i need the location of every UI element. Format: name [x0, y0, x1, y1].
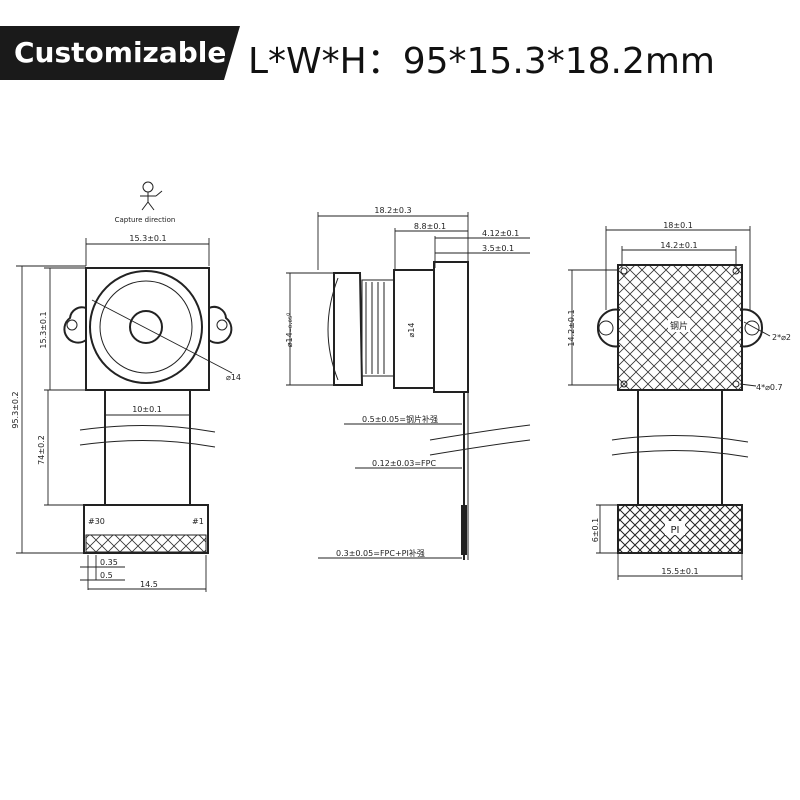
back-left-ear	[596, 308, 621, 348]
side-barrel-dim: ⌀14	[407, 323, 416, 338]
pitch-dim: 0.35	[100, 558, 118, 567]
back-hole-spacing-dim: 14.2±0.1	[660, 241, 697, 250]
camera-body	[85, 267, 210, 391]
connector-body	[83, 504, 209, 554]
overall-dimensions: L*W*H：95*15.3*18.2mm	[248, 41, 715, 82]
side-holder	[393, 269, 435, 389]
front-view: Capture direction 15.3±0.1 ⌀14 15.3±0.1 …	[11, 181, 241, 592]
pin-1-label: #1	[192, 517, 204, 526]
back-view: 18±0.1 14.2±0.1 钢片 14.2±0.1 2*⌀2 4*⌀0.7	[567, 221, 791, 580]
fpc-length-dim: 74±0.2	[37, 435, 46, 465]
total-thickness-dim: 0.3±0.05=FPC+PI补强	[336, 548, 425, 558]
side-pcb	[433, 261, 469, 393]
pin-30-label: #30	[88, 517, 105, 526]
pin-width-dim: 0.5	[100, 571, 113, 580]
capture-direction-label: Capture direction	[115, 216, 176, 224]
right-ear	[208, 305, 233, 344]
front-lens-dim: ⌀14	[226, 373, 241, 382]
left-ear	[63, 306, 87, 344]
back-hole-dim: 2*⌀2	[772, 333, 791, 342]
back-mount-hole-dim: 4*⌀0.7	[756, 383, 783, 392]
lens-outer	[89, 270, 203, 384]
customizable-label: Customizable	[14, 36, 227, 69]
capture-direction-icon	[140, 181, 163, 211]
fpc-thickness-dim: 0.12±0.03=FPC	[372, 459, 436, 468]
fpc-width-dim: 10±0.1	[132, 405, 162, 414]
side-lens-dim: ⌀14₋₀.₀₅⁰	[285, 313, 294, 348]
steel-stiffener	[617, 264, 743, 391]
side-dim-b: 3.5±0.1	[482, 244, 514, 253]
side-holder-dim: 8.8±0.1	[414, 222, 446, 231]
connector-pins	[85, 534, 207, 553]
side-view: 18.2±0.3 8.8±0.1 4.12±0.1 3.5±0.1 ⌀14₋₀.…	[285, 206, 531, 560]
side-pi-stiffener	[461, 505, 467, 555]
header-banner: Customizable L*W*H：95*15.3*18.2mm	[0, 26, 800, 82]
steel-label: 钢片	[670, 320, 688, 332]
back-right-ear	[739, 308, 764, 348]
back-height-dim: 14.2±0.1	[567, 309, 576, 346]
pi-width-dim: 15.5±0.1	[661, 567, 698, 576]
back-outer-width-dim: 18±0.1	[663, 221, 693, 230]
front-height-dim: 15.3±0.1	[39, 311, 48, 348]
stiffener-dim: 0.5±0.05=钢片补强	[362, 414, 438, 424]
pi-height-dim: 6±0.1	[591, 518, 600, 543]
pi-stiffener	[617, 504, 743, 554]
total-length-dim: 95.3±0.2	[11, 391, 20, 428]
side-total-height-dim: 18.2±0.3	[374, 206, 411, 215]
customizable-badge	[0, 26, 240, 80]
pi-label: PI	[671, 525, 680, 536]
connector-width-dim: 14.5	[140, 580, 158, 589]
front-width-dim: 15.3±0.1	[129, 234, 166, 243]
side-lens	[333, 272, 364, 386]
lens-inner	[129, 310, 163, 344]
side-dim-a: 4.12±0.1	[482, 229, 519, 238]
